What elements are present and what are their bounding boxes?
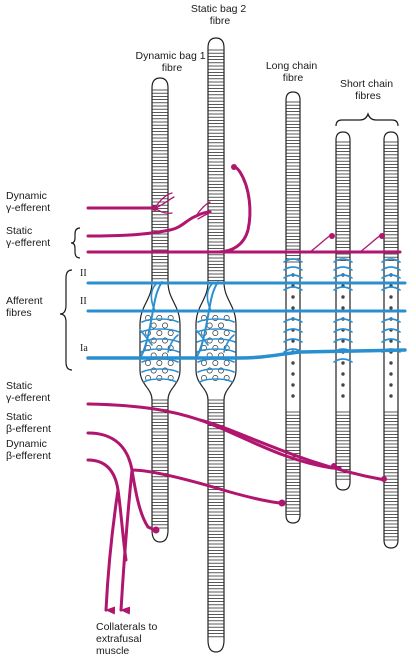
static-gamma-label: Static γ-efferent — [6, 225, 50, 249]
labels: Static bag 2 fibre Dynamic bag 1 fibre L… — [6, 3, 396, 657]
lower-static-gamma-path — [86, 402, 387, 482]
afferent-fibres — [86, 258, 407, 383]
collaterals-label: Collaterals to extrafusal muscle — [96, 621, 160, 657]
static-beta-efferent-path — [86, 431, 286, 615]
short-chain-brace — [335, 112, 399, 127]
long-chain-fibre — [285, 91, 301, 524]
dynamic-gamma-label: Dynamic γ-efferent — [6, 190, 50, 214]
static-gamma-efferent-path — [86, 164, 402, 254]
static-gamma-brace — [70, 227, 81, 259]
static-bag2-label: Static bag 2 fibre — [191, 3, 249, 27]
afferent-fibres-label: Afferent fibres — [6, 295, 46, 319]
dynamic-beta-label: Dynamic β-efferent — [6, 438, 51, 462]
dynamic-gamma-efferent-path — [86, 192, 175, 214]
short-chain-label: Short chain fibres — [340, 78, 396, 102]
dynamic-beta-efferent-path — [86, 458, 128, 615]
lower-static-gamma-label: Static γ-efferent — [6, 380, 50, 404]
static-beta-label: Static β-efferent — [6, 411, 51, 435]
type-ia-afferent — [86, 348, 407, 360]
type-ii-lower-label: II — [80, 296, 87, 307]
intrafusal-fibres — [139, 37, 399, 653]
braces — [59, 112, 399, 371]
afferent-brace — [59, 269, 73, 371]
type-ia-label: Ia — [80, 343, 88, 354]
efferent-fibres — [86, 164, 402, 615]
long-chain-label: Long chain fibre — [266, 60, 320, 84]
static-bag2-fibre — [195, 37, 237, 653]
type-ii-upper-label: II — [80, 268, 87, 279]
dynamic-bag1-label: Dynamic bag 1 fibre — [136, 50, 209, 74]
